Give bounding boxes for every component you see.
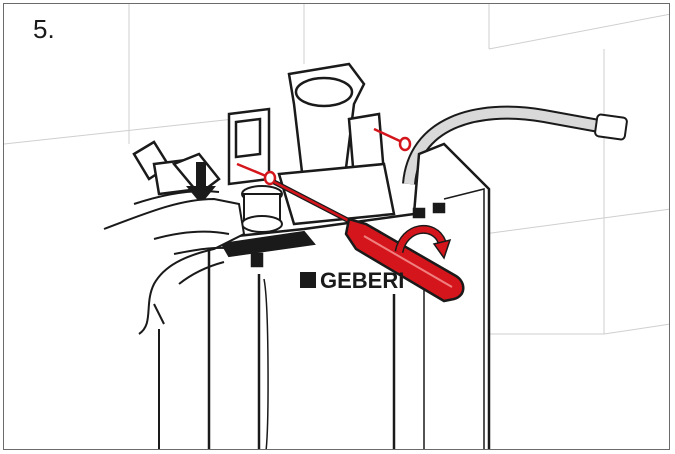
brand-logo: GEBERI [300, 268, 404, 293]
screw-top [373, 127, 412, 152]
brand-text: GEBERI [320, 268, 404, 293]
installation-illustration: GEBERI [4, 4, 669, 449]
cistern-body [207, 142, 491, 449]
step-number: 5. [33, 14, 55, 44]
screw-bottom [236, 162, 277, 186]
rotate-arrow-icon [394, 224, 452, 260]
valve-fitting [220, 185, 316, 258]
hands [103, 190, 246, 335]
wall-tiles [4, 4, 669, 335]
screwdriver [272, 179, 465, 303]
instruction-panel: 5. [3, 3, 670, 450]
flex-hose [402, 105, 628, 185]
valve-housing [227, 62, 396, 226]
